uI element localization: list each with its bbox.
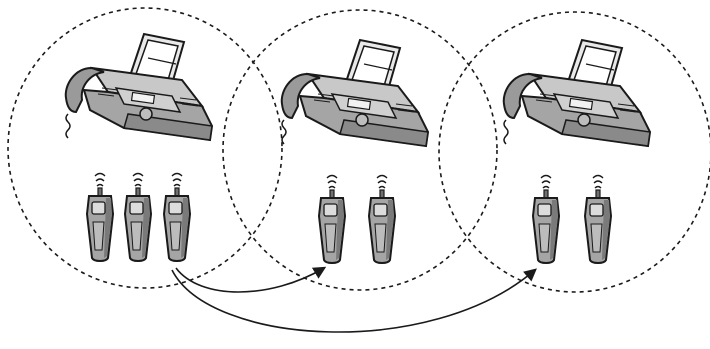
fax-machine-icon [282,40,428,146]
cordless-handset-icon [369,176,395,264]
cordless-handset-icon [585,176,611,264]
arrow-icon [172,270,535,332]
coverage-zone-3 [439,12,710,292]
cordless-handset-icon [164,174,190,262]
cordless-handset-icon [533,176,559,264]
cordless-handset-icon [125,174,151,262]
arrow-icon [176,268,324,292]
cordless-handset-icon [319,176,345,264]
fax-machine-icon [504,40,650,146]
cordless-handset-icon [87,174,113,262]
fax-machine-icon [66,34,212,140]
